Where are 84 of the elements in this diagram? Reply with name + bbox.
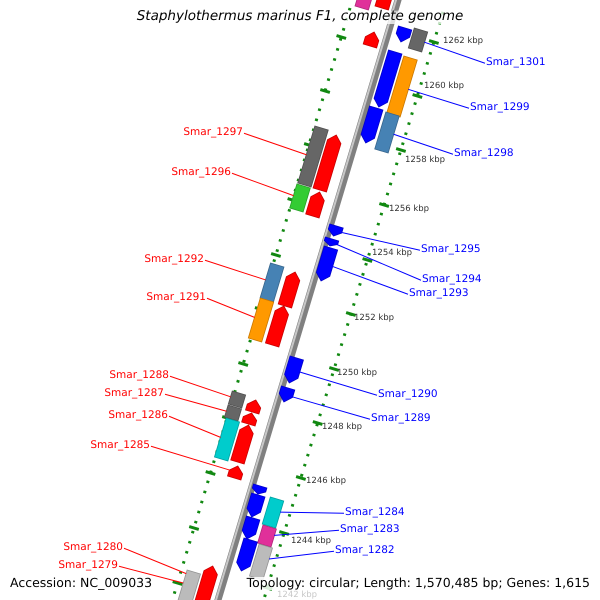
gene-label: Smar_1289 bbox=[371, 412, 431, 424]
gene-feature bbox=[264, 305, 289, 348]
gene-feature bbox=[278, 271, 300, 308]
leader-line bbox=[408, 88, 470, 109]
gene-feature bbox=[194, 565, 218, 600]
leader-line bbox=[170, 376, 232, 398]
leader-line bbox=[274, 530, 340, 536]
leader-line bbox=[124, 548, 187, 574]
leader-line bbox=[268, 550, 334, 560]
gene-label: Smar_1279 bbox=[58, 559, 118, 571]
leader-line bbox=[232, 172, 294, 196]
gene-label: Smar_1298 bbox=[454, 147, 514, 159]
gene-feature bbox=[305, 191, 325, 218]
scale-label: 1254 kbp bbox=[372, 249, 412, 258]
gene-label: Smar_1290 bbox=[378, 388, 438, 400]
gene-feature bbox=[386, 56, 418, 118]
gene-feature bbox=[214, 418, 240, 462]
scale-label: 1262 kbp bbox=[443, 37, 484, 46]
gene-feature bbox=[362, 31, 380, 48]
gene-label: Smar_1284 bbox=[345, 506, 405, 518]
gene-feature bbox=[257, 524, 277, 548]
gene-label: Smar_1295 bbox=[421, 243, 481, 255]
leader-line bbox=[332, 266, 408, 295]
scale-label: 1250 kbp bbox=[337, 369, 378, 378]
leader-line bbox=[118, 566, 184, 584]
scale-label: 1244 kbp bbox=[291, 537, 332, 546]
gene-feature bbox=[228, 390, 246, 408]
gene-feature bbox=[262, 496, 284, 528]
scale-label: 1260 kbp bbox=[424, 82, 464, 90]
gene-feature bbox=[177, 570, 201, 600]
gene-feature bbox=[236, 538, 258, 572]
gene-label: Smar_1286 bbox=[108, 409, 168, 421]
gene-label: Smar_1288 bbox=[109, 369, 169, 381]
gene-feature bbox=[248, 298, 274, 342]
leader-line bbox=[244, 132, 307, 156]
leader-line bbox=[299, 372, 378, 396]
leader-line bbox=[280, 512, 344, 514]
gene-feature bbox=[408, 28, 428, 52]
gene-label: Smar_1293 bbox=[409, 287, 469, 299]
gene-label: Smar_1292 bbox=[144, 253, 204, 265]
scale-label: 1252 kbp bbox=[354, 314, 394, 322]
gene-feature bbox=[396, 26, 412, 43]
genome-info-text: Topology: circular; Length: 1,570,485 bp; Genes: 1,615 bbox=[246, 577, 590, 590]
gene-feature bbox=[245, 399, 262, 414]
gene-feature bbox=[284, 356, 304, 384]
gene-feature bbox=[289, 184, 311, 212]
leader-line bbox=[393, 134, 454, 155]
gene-label: Smar_1297 bbox=[183, 126, 243, 138]
gene-label: Smar_1299 bbox=[470, 101, 530, 113]
gene-label: Smar_1287 bbox=[104, 387, 164, 399]
leader-line bbox=[168, 416, 222, 438]
scale-label: 1246 kbp bbox=[306, 477, 346, 486]
gene-feature bbox=[252, 484, 268, 494]
gene-label: Smar_1291 bbox=[146, 291, 206, 303]
gene-label: Smar_1296 bbox=[171, 166, 231, 178]
gene-label: Smar_1285 bbox=[90, 439, 150, 451]
gene-label: Smar_1283 bbox=[340, 523, 400, 535]
leader-line bbox=[341, 232, 420, 251]
gene-feature bbox=[312, 134, 342, 192]
leader-line bbox=[204, 260, 266, 280]
gene-feature bbox=[260, 262, 284, 302]
gene-label: Smar_1280 bbox=[63, 541, 123, 553]
leader-line bbox=[336, 244, 422, 281]
gene-feature bbox=[374, 112, 400, 154]
leader-line bbox=[164, 394, 228, 412]
gene-feature bbox=[328, 224, 344, 236]
leader-line bbox=[150, 446, 230, 471]
gene-label: Smar_1282 bbox=[335, 544, 395, 556]
leader-line bbox=[292, 396, 370, 420]
gene-feature bbox=[278, 386, 296, 403]
scale-label: 1256 kbp bbox=[389, 205, 430, 214]
gene-label: Smar_1294 bbox=[422, 273, 482, 285]
gene-feature bbox=[242, 516, 260, 540]
gene-feature bbox=[241, 412, 258, 426]
gene-feature bbox=[224, 404, 242, 422]
gene-feature bbox=[374, 50, 402, 108]
accession-text: Accession: NC_009033 bbox=[10, 577, 152, 590]
leader-line bbox=[206, 298, 256, 318]
gene-label: Smar_1301 bbox=[486, 56, 546, 68]
leader-line bbox=[424, 42, 486, 64]
scale-label: 1258 kbp bbox=[405, 156, 446, 164]
scale-label: 1248 kbp bbox=[322, 423, 362, 432]
gene-feature bbox=[360, 106, 384, 144]
gene-feature bbox=[297, 126, 329, 188]
